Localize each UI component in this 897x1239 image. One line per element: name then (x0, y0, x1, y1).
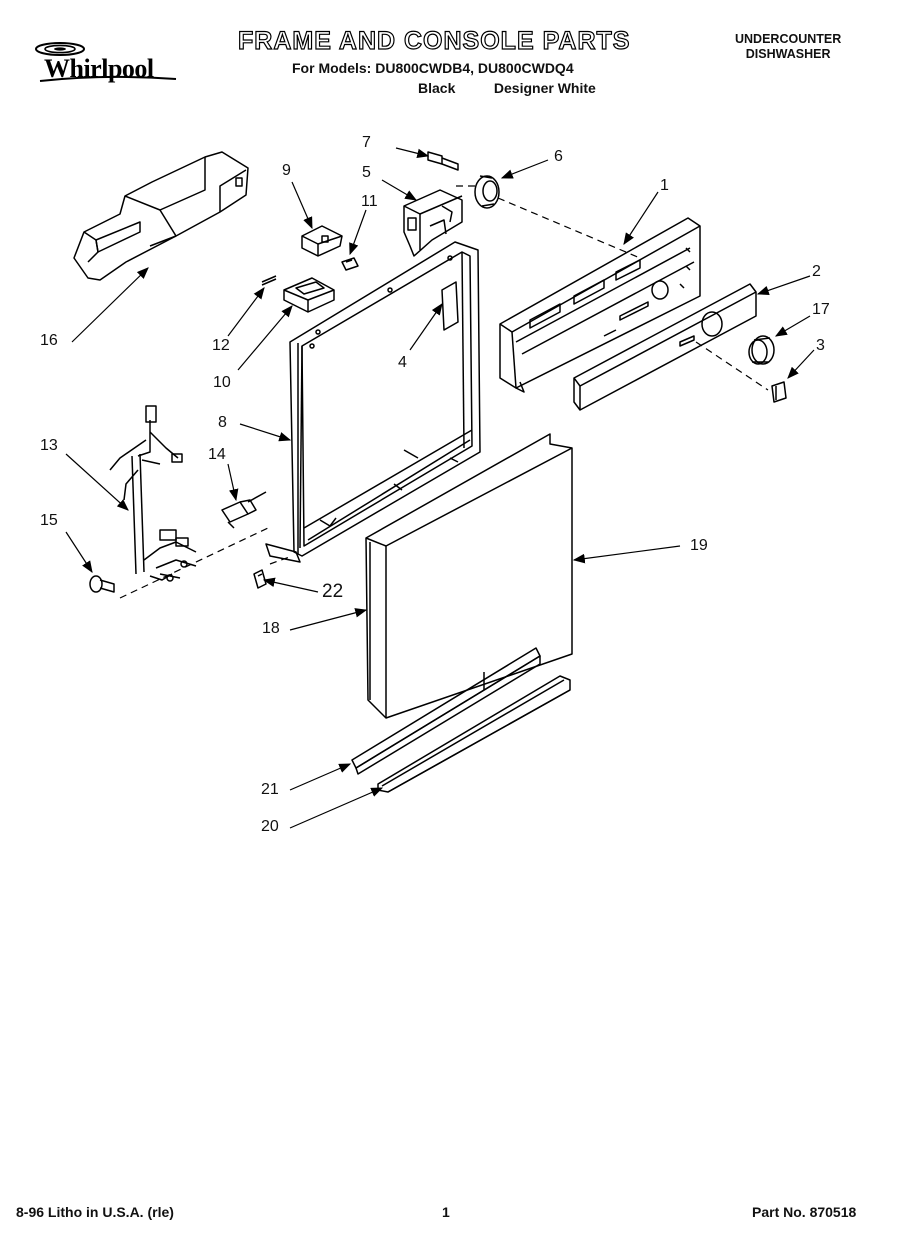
leader-7 (395, 147, 430, 159)
appliance-type: UNDERCOUNTER DISHWASHER (735, 32, 841, 62)
callout-10: 10 (213, 374, 231, 391)
callout-22: 22 (322, 581, 344, 602)
callout-7: 7 (362, 134, 371, 151)
callout-12: 12 (212, 337, 230, 354)
leader-14 (227, 463, 239, 502)
leader-4 (409, 303, 443, 351)
leader-18 (289, 608, 368, 631)
part-3-clip (771, 381, 787, 403)
dash-overlay-to-clip (695, 341, 769, 391)
footer-litho: 8-96 Litho in U.S.A. (rle) (16, 1204, 174, 1220)
brand-logo: Whirlpool (26, 38, 186, 88)
leader-6 (500, 159, 549, 179)
part-7-screw (427, 151, 459, 171)
leader-8 (239, 423, 292, 442)
callout-18: 18 (262, 620, 280, 637)
leader-20 (289, 787, 384, 829)
part-10-bracket (283, 277, 335, 313)
callout-20: 20 (261, 818, 279, 835)
leader-19 (572, 545, 681, 564)
callout-9: 9 (282, 162, 291, 179)
part-13-wiring-harness (109, 405, 197, 582)
part-5-latch-assembly (403, 189, 463, 257)
part-9-switch (301, 225, 343, 257)
footer-part-number: Part No. 870518 (752, 1204, 857, 1220)
leader-13 (65, 453, 129, 511)
part-15-screw (89, 575, 115, 593)
leader-12 (227, 287, 265, 337)
callout-13: 13 (40, 437, 58, 454)
part-2-console-overlay (573, 283, 757, 411)
leader-3 (787, 349, 815, 379)
whirlpool-swirl-icon (35, 42, 177, 82)
brand-name: Whirlpool (44, 54, 154, 83)
callout-3: 3 (816, 337, 825, 354)
leader-11 (349, 209, 367, 256)
leader-2 (756, 275, 811, 296)
callout-6: 6 (554, 148, 563, 165)
callout-11: 11 (361, 193, 378, 210)
leader-10 (237, 305, 293, 371)
part-21-lower-trim (351, 647, 541, 775)
leader-16 (71, 267, 149, 343)
leader-21 (289, 763, 352, 791)
color-variants: Black Designer White (418, 80, 596, 96)
callout-16: 16 (40, 332, 58, 349)
callout-19: 19 (690, 537, 708, 554)
callout-14: 14 (208, 446, 226, 463)
callout-17: 17 (812, 301, 830, 318)
models-line: For Models: DU800CWDB4, DU800CWDQ4 (292, 60, 574, 76)
part-8-door-frame (265, 241, 481, 563)
footer-page-number: 1 (442, 1204, 450, 1220)
part-17-knob (748, 335, 775, 365)
appliance-line-1: UNDERCOUNTER (735, 32, 842, 46)
part-22-clip (253, 569, 267, 589)
dash-clip-to-frame (269, 555, 293, 565)
callout-21: 21 (261, 781, 279, 798)
part-14-connector (221, 491, 267, 529)
leader-1 (623, 191, 659, 246)
part-11-clip (341, 257, 359, 271)
leader-9 (291, 181, 313, 230)
appliance-line-2: DISHWASHER (745, 47, 831, 61)
dash-knob-to-console (497, 197, 641, 259)
variant-white: Designer White (493, 80, 596, 96)
part-19-door-panel (365, 433, 573, 719)
callout-2: 2 (812, 263, 821, 280)
callout-4: 4 (398, 354, 407, 371)
leader-5 (381, 179, 418, 201)
callout-8: 8 (218, 414, 227, 431)
callout-15: 15 (40, 512, 58, 529)
dash-screw-to-frame (119, 527, 269, 599)
part-20-kick-strip (377, 675, 571, 793)
page-title: FRAME AND CONSOLE PARTS (237, 26, 631, 55)
part-6-knob-hub (474, 175, 500, 209)
leader-17 (774, 315, 811, 337)
leader-15 (65, 531, 93, 574)
part-16-vent-housing (73, 151, 249, 281)
callout-1: 1 (660, 177, 669, 194)
callout-5: 5 (362, 164, 371, 181)
leader-22 (262, 577, 319, 593)
part-1-console-panel (499, 217, 701, 393)
variant-black: Black (418, 80, 456, 96)
part-12-pin (261, 275, 277, 286)
